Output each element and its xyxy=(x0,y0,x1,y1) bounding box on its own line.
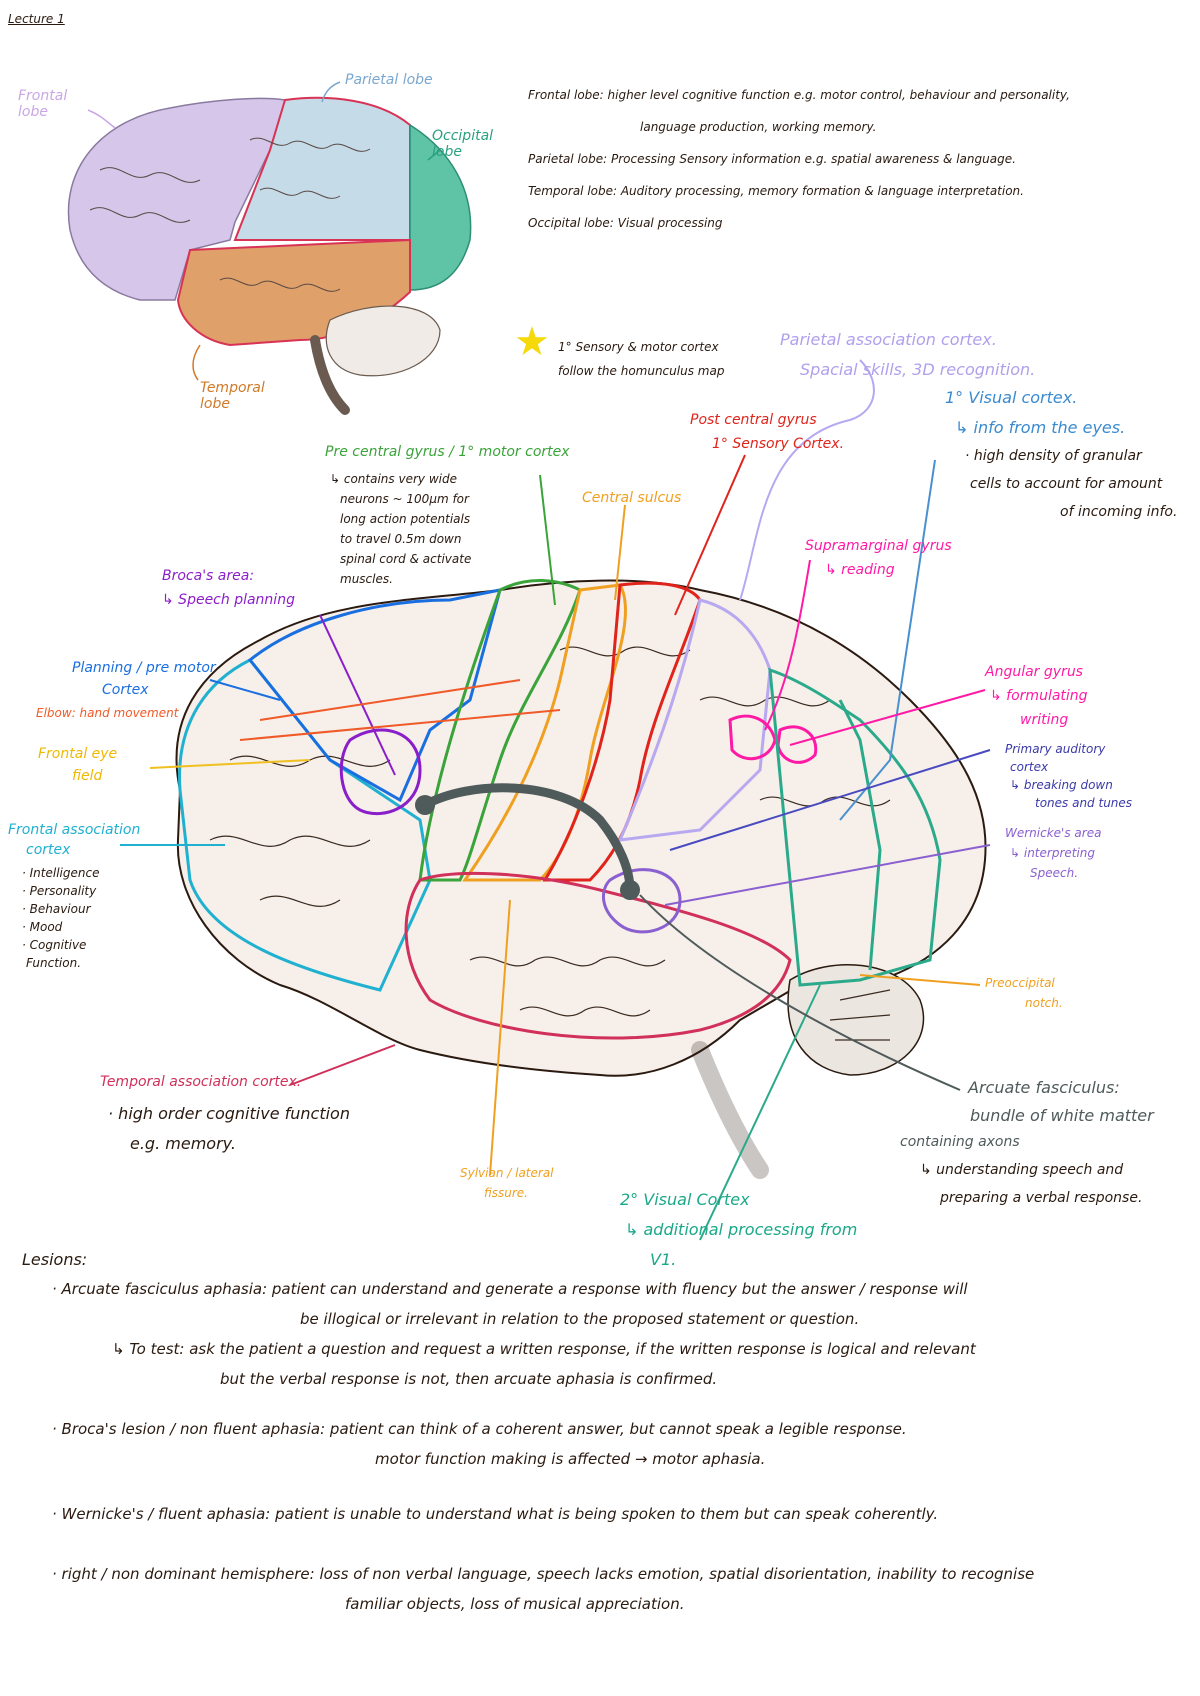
frontal-eye-label: Frontal eye xyxy=(38,746,118,762)
supramarginal-label: Supramarginal gyrus xyxy=(805,538,952,554)
visual2-desc-1: ↳ additional processing from xyxy=(625,1220,858,1239)
visual1-label: 1° Visual cortex. xyxy=(945,388,1078,407)
frontal-assoc-desc-0: cortex xyxy=(26,842,71,858)
parietal-lobe-label: Parietal lobe xyxy=(345,72,433,88)
cerebellum-small xyxy=(325,305,441,377)
supramarginal-desc: ↳ reading xyxy=(825,562,895,578)
precentral-desc-1: ↳ contains very wide xyxy=(330,472,457,486)
note-temporal: Temporal lobe: Auditory processing, memo… xyxy=(528,184,1024,198)
premotor-desc: Cortex xyxy=(102,682,149,698)
lesion-right-hemisphere-cont: familiar objects, loss of musical apprec… xyxy=(345,1595,685,1613)
visual1-desc-1: ↳ info from the eyes. xyxy=(955,418,1126,437)
postcentral-label: Post central gyrus xyxy=(690,412,817,428)
lesion-broca: · Broca's lesion / non fluent aphasia: p… xyxy=(52,1420,907,1438)
auditory-label: Primary auditory xyxy=(1005,742,1106,756)
postcentral-desc: 1° Sensory Cortex. xyxy=(712,436,845,452)
broca-desc: ↳ Speech planning xyxy=(162,592,295,608)
visual2-label: 2° Visual Cortex xyxy=(620,1190,750,1209)
frontal-eye-desc: field xyxy=(72,768,103,784)
preoccipital-label: Preoccipital xyxy=(985,976,1055,990)
note-frontal: Frontal lobe: higher level cognitive fun… xyxy=(528,88,1070,102)
main-brain xyxy=(120,359,991,1241)
temporal-assoc-desc-1: · high order cognitive function xyxy=(108,1104,350,1123)
temporal-assoc-desc-2: e.g. memory. xyxy=(130,1134,236,1153)
wernicke-desc-1: ↳ interpreting xyxy=(1010,846,1096,860)
lesion-arcuate-cont: be illogical or irrelevant in relation t… xyxy=(300,1310,860,1328)
premotor-label: Planning / pre motor xyxy=(72,660,216,676)
visual2-desc-2: V1. xyxy=(650,1250,677,1269)
precentral-desc-4: to travel 0.5m down xyxy=(340,532,462,546)
brain-stem xyxy=(691,1041,769,1179)
parietal-assoc-label: Parietal association cortex. xyxy=(780,330,997,349)
precentral-desc-2: neurons ~ 100μm for xyxy=(340,492,469,506)
precentral-label: Pre central gyrus / 1° motor cortex xyxy=(325,444,570,460)
auditory-desc-2: ↳ breaking down xyxy=(1010,778,1113,792)
note-occipital: Occipital lobe: Visual processing xyxy=(528,216,723,230)
star-note-1: 1° Sensory & motor cortex xyxy=(558,340,719,354)
occipital-lobe-label: Occipital lobe xyxy=(432,128,494,160)
parietal-assoc-desc: Spacial skills, 3D recognition. xyxy=(800,360,1036,379)
precentral-desc-3: long action potentials xyxy=(340,512,471,526)
star-icon: ★ xyxy=(514,319,550,365)
visual1-desc-2: · high density of granular xyxy=(965,448,1142,464)
frontal-assoc-item-1: · Intelligence xyxy=(22,866,100,880)
lesions-heading: Lesions: xyxy=(22,1250,88,1269)
auditory-desc-3: tones and tunes xyxy=(1035,796,1133,810)
arcuate-desc-3: ↳ understanding speech and xyxy=(920,1162,1124,1178)
frontal-assoc-item-2: · Personality xyxy=(22,884,97,898)
auditory-desc-1: cortex xyxy=(1010,760,1049,774)
wernicke-label: Wernicke's area xyxy=(1005,826,1102,840)
temporal-assoc-label: Temporal association cortex. xyxy=(100,1074,302,1090)
preoccipital-desc: notch. xyxy=(1025,996,1063,1010)
cerebrum-outline xyxy=(175,579,987,1077)
central-sulcus-label: Central sulcus xyxy=(582,490,682,506)
frontal-assoc-item-3: · Behaviour xyxy=(22,902,91,916)
frontal-assoc-item-6: Function. xyxy=(26,956,82,970)
angular-label: Angular gyrus xyxy=(985,664,1083,680)
frontal-lobe-region xyxy=(67,97,286,301)
note-parietal: Parietal lobe: Processing Sensory inform… xyxy=(528,152,1016,166)
frontal-assoc-item-5: · Cognitive xyxy=(22,938,87,952)
precentral-desc-6: muscles. xyxy=(340,572,393,586)
star-note-2: follow the homunculus map xyxy=(558,364,725,378)
elbow-label: Elbow: hand movement xyxy=(36,706,179,720)
wernicke-desc-2: Speech. xyxy=(1030,866,1079,880)
lesion-wernicke: · Wernicke's / fluent aphasia: patient i… xyxy=(52,1505,939,1523)
arcuate-desc-2: containing axons xyxy=(900,1134,1020,1150)
note-frontal-cont: language production, working memory. xyxy=(640,120,877,134)
sylvian-desc: fissure. xyxy=(484,1186,528,1200)
precentral-desc-5: spinal cord & activate xyxy=(340,552,472,566)
frontal-lobe-label: Frontal lobe xyxy=(18,88,68,120)
arcuate-fasciculus xyxy=(420,783,635,895)
lesion-arcuate: · Arcuate fasciculus aphasia: patient ca… xyxy=(52,1280,968,1298)
lesion-right-hemisphere: · right / non dominant hemisphere: loss … xyxy=(52,1565,1035,1583)
arcuate-label: Arcuate fasciculus: xyxy=(968,1078,1120,1097)
visual1-desc-4: of incoming info. xyxy=(1060,504,1178,520)
broca-label: Broca's area: xyxy=(162,568,255,584)
angular-desc-2: writing xyxy=(1020,712,1069,728)
angular-desc-1: ↳ formulating xyxy=(990,688,1088,704)
frontal-assoc-item-4: · Mood xyxy=(22,920,63,934)
lesion-broca-cont: motor function making is affected → moto… xyxy=(375,1450,766,1468)
occipital-lobe-region xyxy=(409,123,472,291)
top-brain xyxy=(67,81,472,415)
cerebellum xyxy=(787,964,925,1076)
arcuate-desc-1: bundle of white matter xyxy=(970,1106,1154,1125)
frontal-assoc-label: Frontal association xyxy=(8,822,141,838)
page-title: Lecture 1 xyxy=(8,12,65,26)
arcuate-desc-4: preparing a verbal response. xyxy=(940,1190,1143,1206)
lesion-arcuate-test: ↳ To test: ask the patient a question an… xyxy=(112,1340,976,1358)
lesion-arcuate-test-cont: but the verbal response is not, then arc… xyxy=(220,1370,718,1388)
sylvian-label: Sylvian / lateral xyxy=(460,1166,554,1180)
temporal-lobe-label: Temporal lobe xyxy=(200,380,265,412)
visual1-desc-3: cells to account for amount xyxy=(970,476,1163,492)
